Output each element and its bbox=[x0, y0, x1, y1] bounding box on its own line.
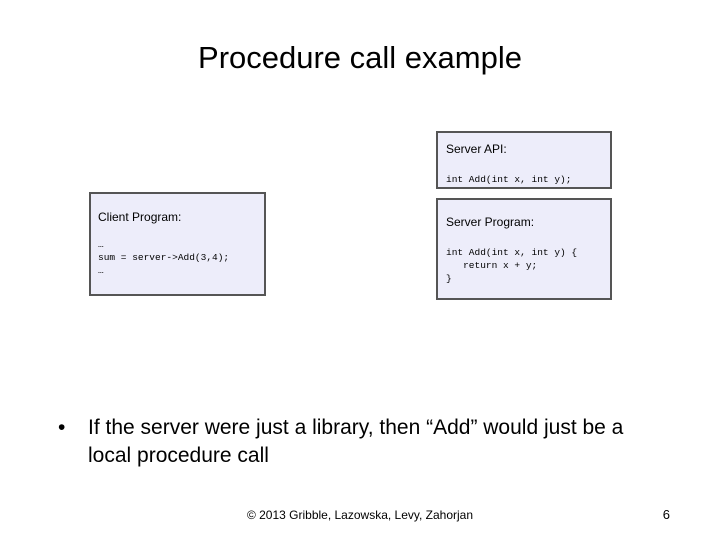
client-program-code: … sum = server->Add(3,4); … bbox=[98, 239, 230, 276]
bullet-item: If the server were just a library, then … bbox=[88, 416, 624, 467]
page-number: 6 bbox=[662, 507, 670, 522]
client-program-box: Client Program: … sum = server->Add(3,4)… bbox=[89, 192, 266, 296]
bullet-marker: • bbox=[58, 416, 66, 439]
server-api-code: int Add(int x, int y); bbox=[446, 174, 572, 185]
client-program-label: Client Program: bbox=[98, 210, 182, 224]
server-program-code: int Add(int x, int y) { return x + y; } bbox=[446, 247, 578, 284]
bullet-list: • If the server were just a library, the… bbox=[58, 414, 668, 470]
server-program-box: Server Program: int Add(int x, int y) { … bbox=[436, 198, 612, 300]
footer-copyright: © 2013 Gribble, Lazowska, Levy, Zahorjan bbox=[246, 508, 474, 522]
server-api-box: Server API: int Add(int x, int y); bbox=[436, 131, 612, 189]
server-api-label: Server API: bbox=[446, 142, 507, 156]
slide-title: Procedure call example bbox=[198, 40, 522, 75]
server-program-label: Server Program: bbox=[446, 215, 535, 229]
